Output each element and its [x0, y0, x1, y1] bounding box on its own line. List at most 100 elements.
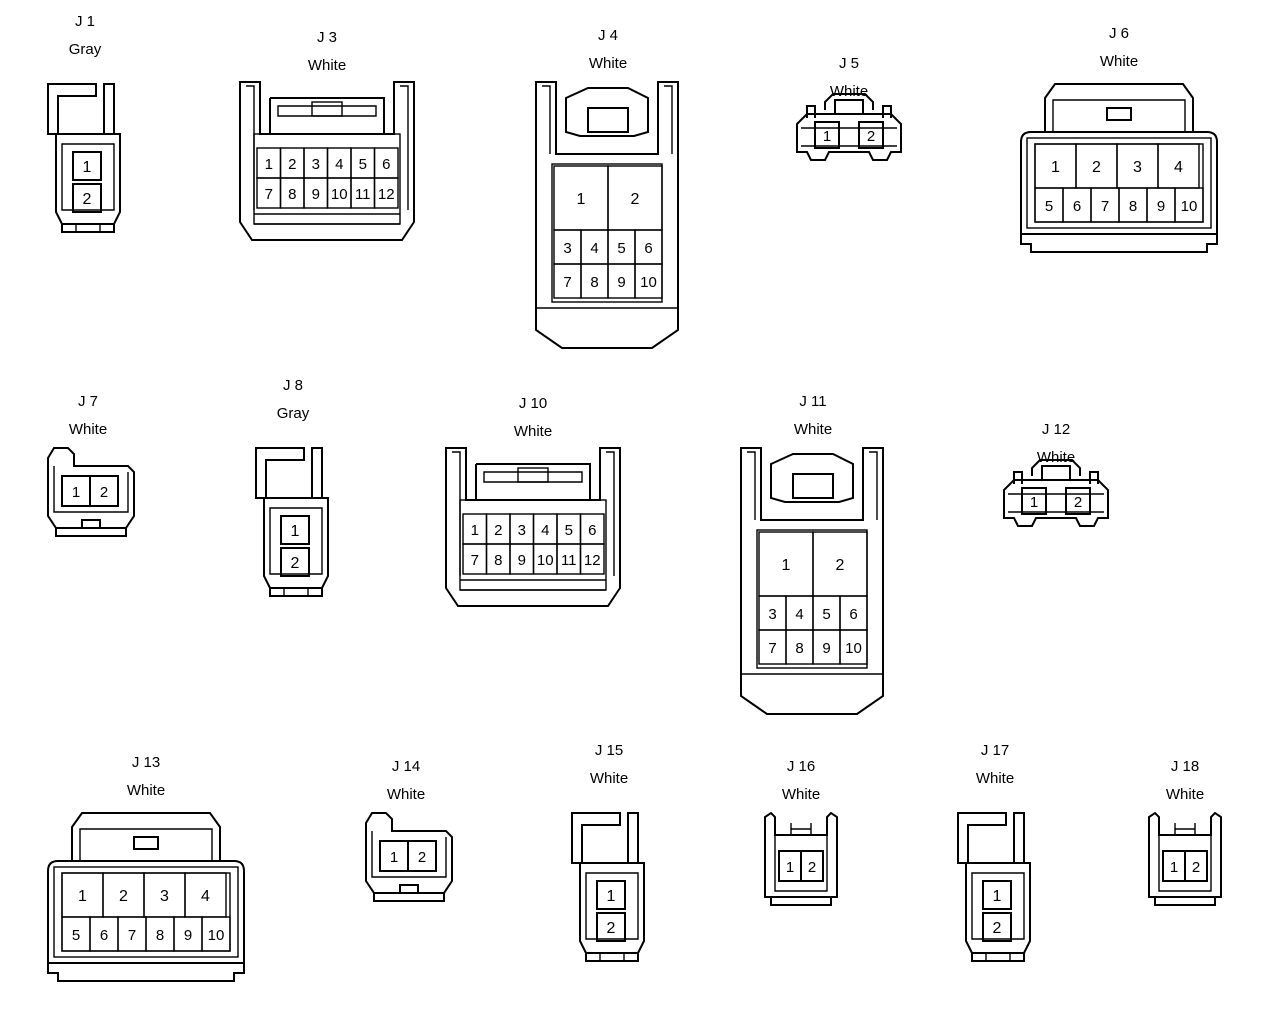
pin-2: 2 — [607, 920, 616, 937]
pin-8: 8 — [494, 552, 502, 569]
connector-color: White — [794, 421, 832, 438]
connector-color: White — [1100, 53, 1138, 70]
pin-1: 1 — [291, 523, 300, 540]
pin-1: 1 — [607, 888, 616, 905]
pin-10: 10 — [640, 274, 657, 291]
pin-2: 2 — [291, 555, 300, 572]
pin-2: 2 — [1074, 494, 1082, 511]
pin-1: 1 — [577, 191, 586, 208]
pin-2: 2 — [631, 191, 640, 208]
pin-1: 1 — [265, 156, 273, 173]
pin-4: 4 — [541, 522, 549, 539]
connector-color: Gray — [277, 405, 310, 422]
pin-1: 1 — [390, 849, 398, 866]
connector-id: J 5 — [839, 55, 859, 72]
pin-10: 10 — [537, 552, 554, 569]
pin-6: 6 — [100, 927, 108, 944]
connector-id: J 6 — [1109, 25, 1129, 42]
pin-7: 7 — [1101, 198, 1109, 215]
connector-id: J 7 — [78, 393, 98, 410]
connector-id: J 12 — [1042, 421, 1070, 438]
connector-id: J 10 — [519, 395, 547, 412]
pin-2: 2 — [119, 888, 128, 905]
pin-1: 1 — [83, 159, 92, 176]
pin-1: 1 — [1030, 494, 1038, 511]
pin-3: 3 — [768, 606, 776, 623]
pin-4: 4 — [201, 888, 210, 905]
connector-color: White — [69, 421, 107, 438]
pin-4: 4 — [335, 156, 343, 173]
pin-7: 7 — [265, 186, 273, 203]
pin-10: 10 — [845, 640, 862, 657]
connector-color: White — [589, 55, 627, 72]
pin-2: 2 — [1092, 159, 1101, 176]
pin-4: 4 — [590, 240, 598, 257]
connector-color: White — [127, 782, 165, 799]
pin-2: 2 — [808, 859, 816, 876]
connector-j12: J 12 White 1 2 — [1003, 421, 1109, 527]
pin-2: 2 — [83, 191, 92, 208]
connector-id: J 1 — [75, 13, 95, 30]
pin-7: 7 — [471, 552, 479, 569]
connector-id: J 8 — [283, 377, 303, 394]
pin-3: 3 — [160, 888, 169, 905]
pin-2: 2 — [836, 557, 845, 574]
pin-3: 3 — [1133, 159, 1142, 176]
connector-j15: J 15 White 1 2 — [571, 742, 645, 962]
connector-color: White — [514, 423, 552, 440]
pin-1: 1 — [786, 859, 794, 876]
pin-3: 3 — [518, 522, 526, 539]
connector-color: White — [387, 786, 425, 803]
pin-2: 2 — [288, 156, 296, 173]
pin-6: 6 — [1073, 198, 1081, 215]
pin-10: 10 — [1181, 198, 1198, 215]
pin-5: 5 — [359, 156, 367, 173]
pin-2: 2 — [494, 522, 502, 539]
pin-6: 6 — [588, 522, 596, 539]
pin-2: 2 — [867, 128, 875, 145]
connector-id: J 15 — [595, 742, 623, 759]
connector-id: J 18 — [1171, 758, 1199, 775]
pin-3: 3 — [563, 240, 571, 257]
connector-color: White — [1166, 786, 1204, 803]
pin-2: 2 — [418, 849, 426, 866]
pin-5: 5 — [72, 927, 80, 944]
pin-9: 9 — [518, 552, 526, 569]
pin-8: 8 — [156, 927, 164, 944]
connector-id: J 16 — [787, 758, 815, 775]
pin-12: 12 — [584, 552, 601, 569]
connector-color: White — [590, 770, 628, 787]
connector-color: Gray — [69, 41, 102, 58]
connector-color: White — [1037, 449, 1075, 466]
pin-5: 5 — [617, 240, 625, 257]
pin-2: 2 — [100, 484, 108, 501]
pin-1: 1 — [72, 484, 80, 501]
pin-10: 10 — [208, 927, 225, 944]
connector-id: J 4 — [598, 27, 618, 44]
pin-6: 6 — [382, 156, 390, 173]
pin-3: 3 — [312, 156, 320, 173]
pin-1: 1 — [1170, 859, 1178, 876]
pin-8: 8 — [590, 274, 598, 291]
pin-8: 8 — [1129, 198, 1137, 215]
pin-9: 9 — [1157, 198, 1165, 215]
connector-color: White — [830, 83, 868, 100]
connector-color: White — [782, 786, 820, 803]
pin-7: 7 — [563, 274, 571, 291]
pin-2: 2 — [1192, 859, 1200, 876]
connector-id: J 13 — [132, 754, 160, 771]
pin-7: 7 — [128, 927, 136, 944]
connector-id: J 17 — [981, 742, 1009, 759]
connector-j8: J 8 Gray 1 2 — [255, 377, 329, 597]
